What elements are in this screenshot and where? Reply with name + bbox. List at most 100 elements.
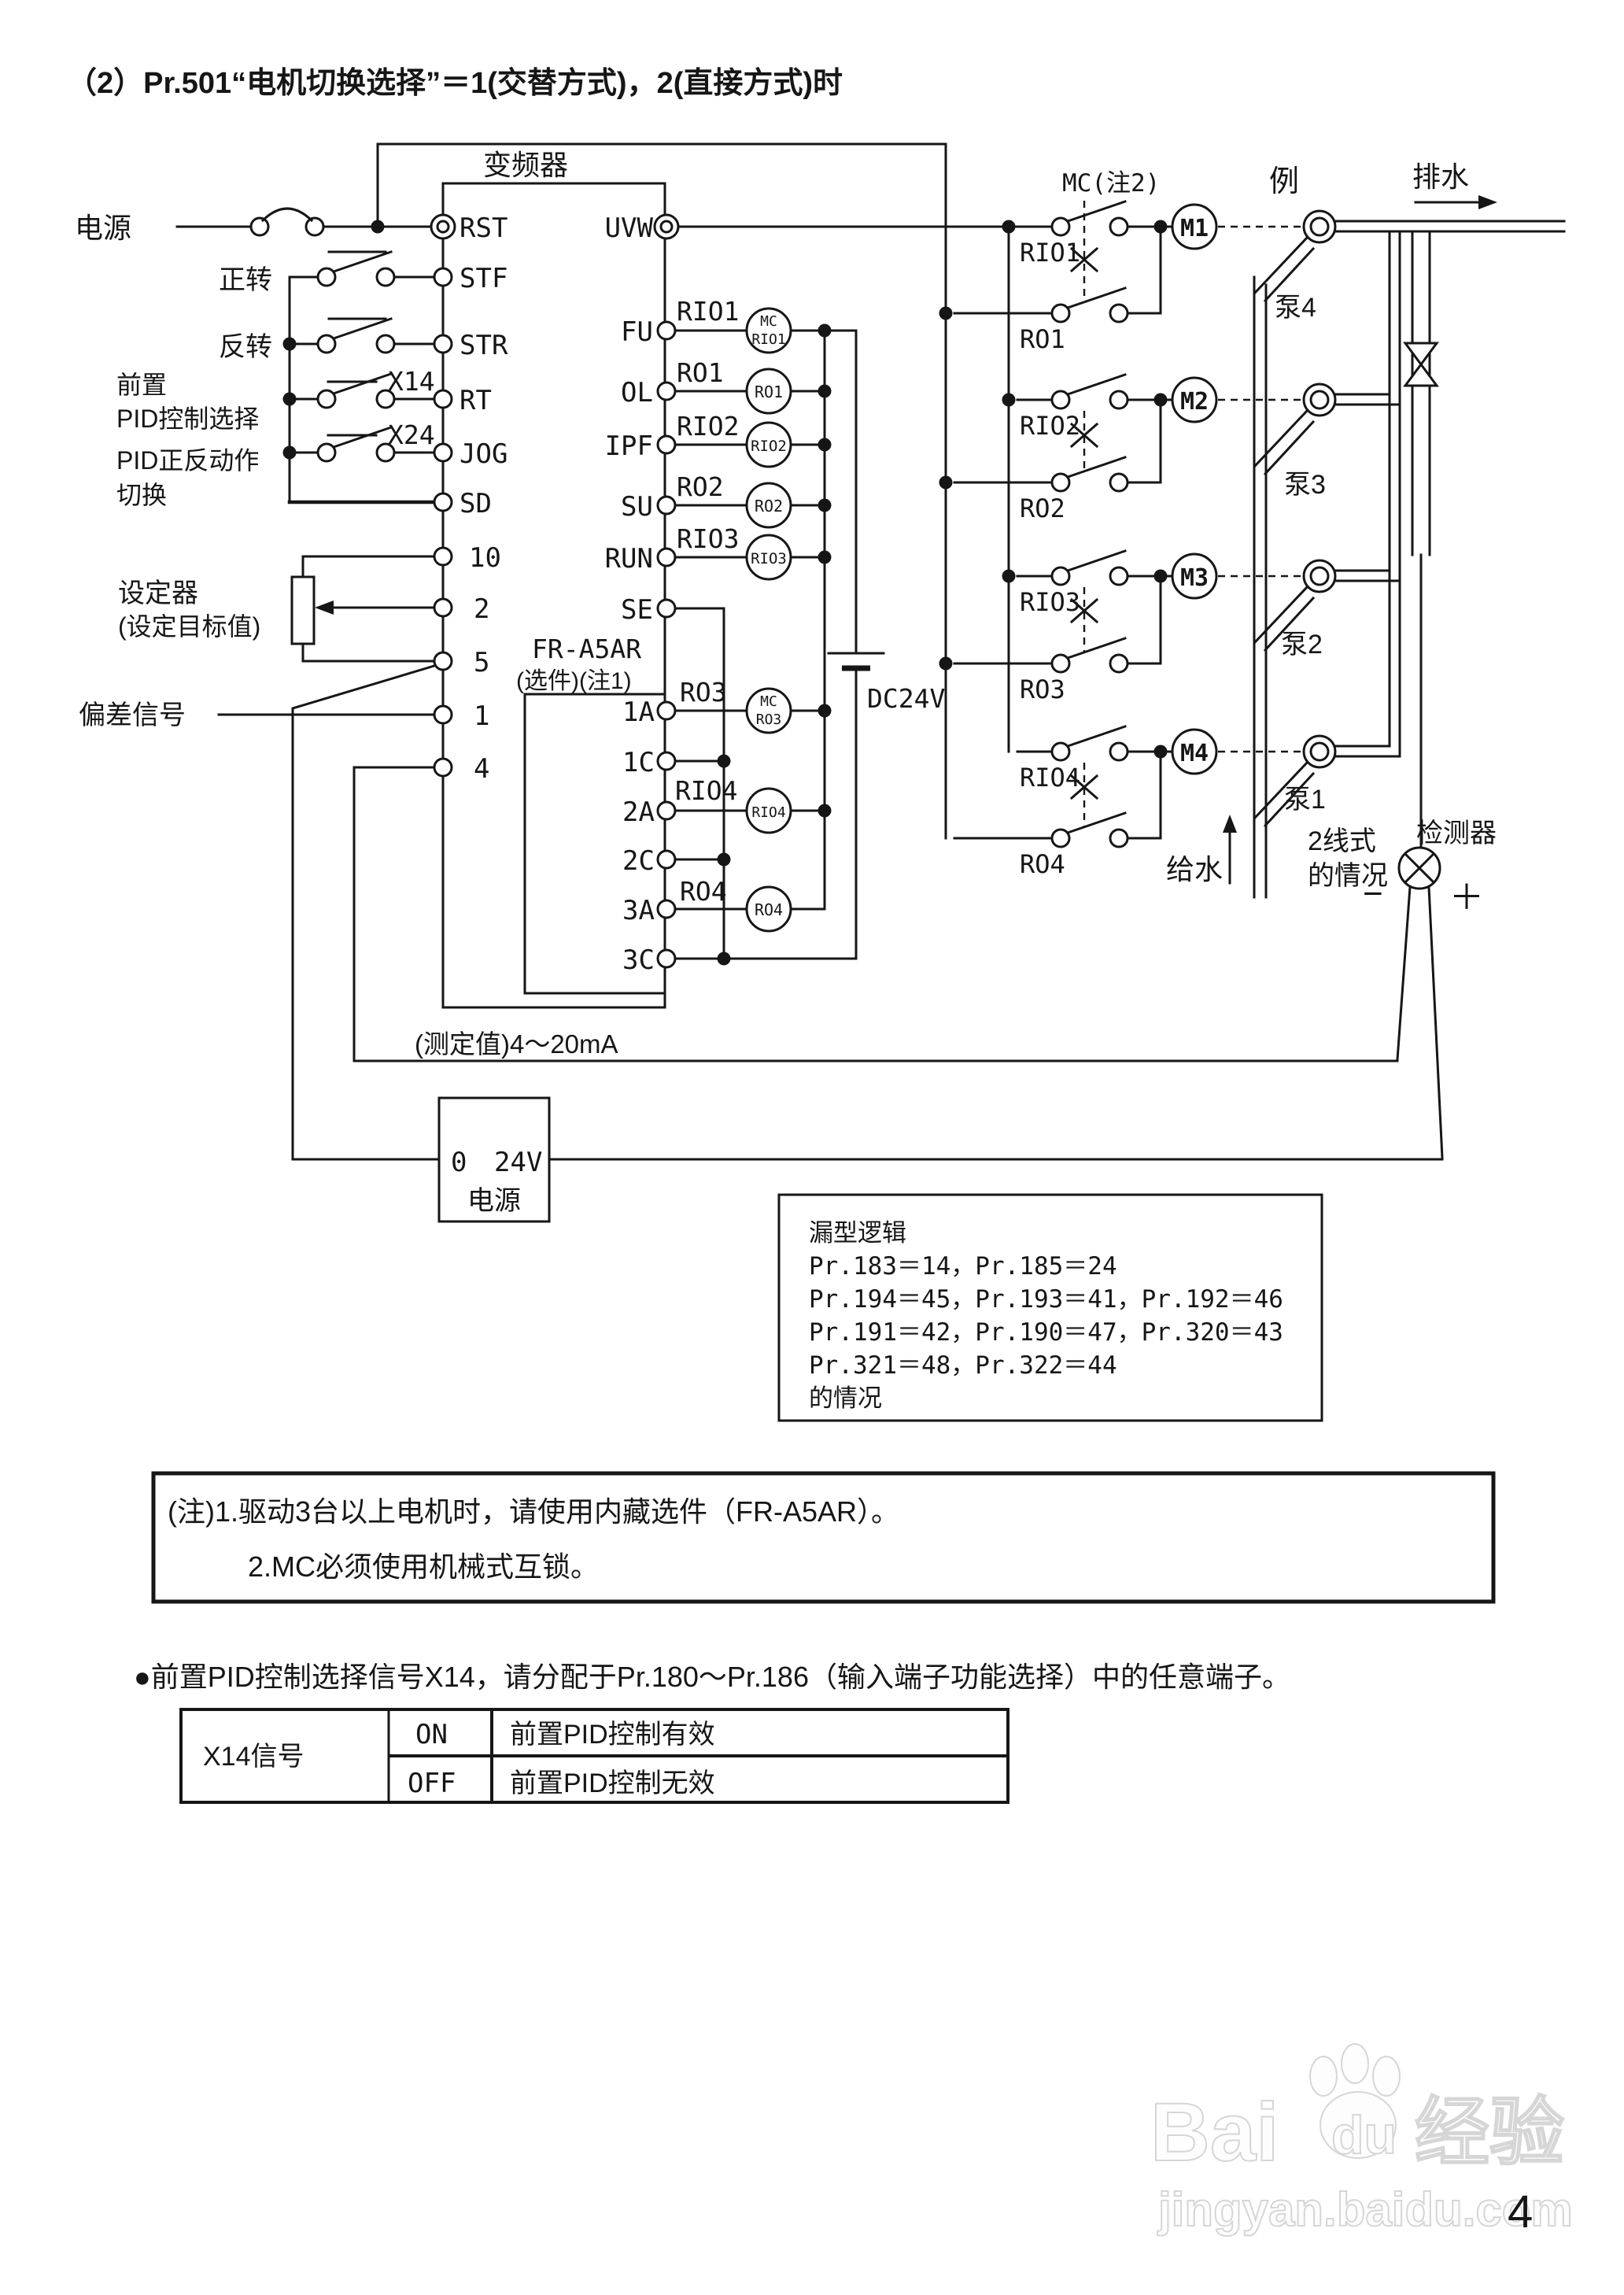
x14-table	[179, 1708, 1009, 1804]
pump-4-label: 泵4	[1275, 293, 1316, 323]
terminal-2a-label: 2A	[622, 796, 655, 828]
terminal-4-label: 4	[474, 753, 489, 785]
page-number: 4	[1508, 2186, 1533, 2238]
terminal-3a-label: 3A	[622, 895, 655, 926]
mc-contacts	[1050, 200, 1129, 848]
pid-direction-label-1: PID正反动作	[116, 446, 259, 475]
note-line-2: 2.MC必须使用机械式互锁。	[248, 1550, 599, 1583]
wire-rio3-label: RIO3	[677, 523, 739, 554]
coil-rio3-label: RIO3	[751, 550, 787, 567]
coil-rio4	[745, 787, 792, 834]
bullet-text: ●前置PID控制选择信号X14，请分配于Pr.180～Pr.186（输入端子功能…	[134, 1661, 1290, 1693]
contact-rio2-label: RIO2	[1020, 411, 1080, 441]
sink-logic-line-6: 的情况	[809, 1384, 882, 1412]
motor-m1	[1171, 203, 1218, 250]
contact-ro3	[1050, 637, 1129, 674]
terminal-1c-label: 1C	[622, 747, 655, 778]
two-wire-label-1: 2线式	[1308, 826, 1376, 856]
x14-signal-label: X14	[388, 366, 435, 397]
motor-m2-label: M2	[1180, 388, 1209, 416]
terminal-run	[656, 547, 677, 567]
terminal-rst-label: RST	[460, 213, 507, 244]
terminal-fu-label: FU	[621, 316, 653, 348]
coil-ro1	[745, 368, 792, 415]
contact-rio4-label: RIO4	[1020, 763, 1080, 793]
terminal-se	[656, 598, 677, 619]
terminal-se-label: SE	[621, 594, 653, 626]
terminal-1a-label: 1A	[622, 697, 655, 728]
coil-rio2	[745, 421, 792, 468]
coil-rio3	[745, 534, 792, 581]
sink-logic-line-5: Pr.321＝48，Pr.322＝44	[809, 1351, 1117, 1380]
x14-table-on-desc: 前置PID控制有效	[510, 1720, 715, 1750]
watermark-url: jingyan.baidu.com	[1157, 2183, 1573, 2236]
baidu-watermark: Bai du 经验 jingyan.baidu.com	[1150, 2043, 1574, 2237]
motor-m3-label: M3	[1180, 564, 1209, 592]
coil-ro4-label: RO4	[755, 900, 783, 919]
coil-mc-rio1	[745, 307, 792, 354]
contact-rio2	[1050, 373, 1129, 410]
terminal-3c-label: 3C	[622, 944, 655, 976]
terminal-1c	[656, 751, 677, 771]
wire-ro2-label: RO2	[677, 471, 724, 502]
terminal-sd-label: SD	[460, 488, 492, 519]
interlock-4	[1069, 763, 1099, 827]
motor-m4	[1171, 728, 1218, 775]
coil-ro2-label: RO2	[755, 497, 783, 516]
power-input-wires	[175, 142, 947, 237]
pipe-system	[1223, 195, 1566, 899]
coil-mc-rio1-label-top: MC	[760, 313, 777, 330]
coil-ro2	[745, 482, 792, 529]
motor-m1-label: M1	[1180, 215, 1209, 242]
measured-value-label: (测定值)4～20mA	[415, 1029, 618, 1059]
terminal-10	[433, 546, 453, 567]
sink-logic-line-1: 漏型逻辑	[809, 1219, 906, 1247]
pre-pid-label-2: PID控制选择	[116, 405, 259, 433]
watermark-brand: Bai	[1150, 2086, 1279, 2179]
setpoint-circuit	[217, 555, 1399, 1161]
contact-ro4-label: RO4	[1020, 849, 1065, 879]
terminal-10-label: 10	[469, 542, 501, 574]
coil-ro4	[745, 885, 792, 933]
contact-ro2-label: RO2	[1020, 493, 1065, 523]
terminal-2c	[656, 849, 677, 870]
contact-rio1	[1050, 200, 1129, 237]
terminal-2c-label: 2C	[622, 845, 655, 877]
contact-ro3-label: RO3	[1020, 674, 1065, 704]
inverter-label: 变频器	[483, 149, 568, 181]
wire-rio4-label: RIO4	[675, 775, 737, 806]
terminal-uvw-label: UVW	[605, 213, 654, 244]
terminal-1-label: 1	[474, 700, 489, 732]
contact-ro2	[1050, 456, 1129, 493]
coil-mc-ro3-label-bottom: RO3	[756, 711, 782, 728]
forward-label: 正转	[219, 265, 272, 295]
setter-label-1: 设定器	[118, 578, 198, 608]
pid-direction-label-2: 切换	[116, 481, 167, 509]
pump-2-label: 泵2	[1281, 630, 1323, 660]
contact-ro1-label: RO1	[1020, 324, 1065, 354]
terminal-ol	[656, 381, 677, 401]
inverter-output-terminals	[653, 213, 680, 969]
interlock-2	[1069, 411, 1099, 471]
motor-m2	[1171, 376, 1218, 423]
relay-coils	[745, 307, 792, 933]
dc24v-label: DC24V	[867, 683, 945, 714]
terminal-1	[433, 704, 453, 725]
sink-logic-box	[777, 1193, 1323, 1422]
terminal-4	[433, 757, 453, 778]
valve-icon	[1403, 342, 1439, 367]
drain-label: 排水	[1412, 161, 1469, 193]
terminal-ipf-label: IPF	[605, 431, 653, 462]
motor-m3	[1171, 552, 1218, 600]
terminal-5-label: 5	[474, 647, 489, 678]
terminal-su-label: SU	[621, 491, 653, 523]
supply-label: 给水	[1166, 853, 1223, 885]
mc-contact-wires	[677, 142, 1174, 840]
terminal-stf	[433, 267, 453, 287]
sink-logic-line-3: Pr.194＝45，Pr.193＝41，Pr.192＝46	[809, 1285, 1283, 1314]
terminal-2a	[656, 800, 677, 821]
x14-table-header: X14信号	[203, 1742, 304, 1772]
terminal-sd	[433, 492, 453, 512]
interlock-3	[1069, 587, 1099, 652]
